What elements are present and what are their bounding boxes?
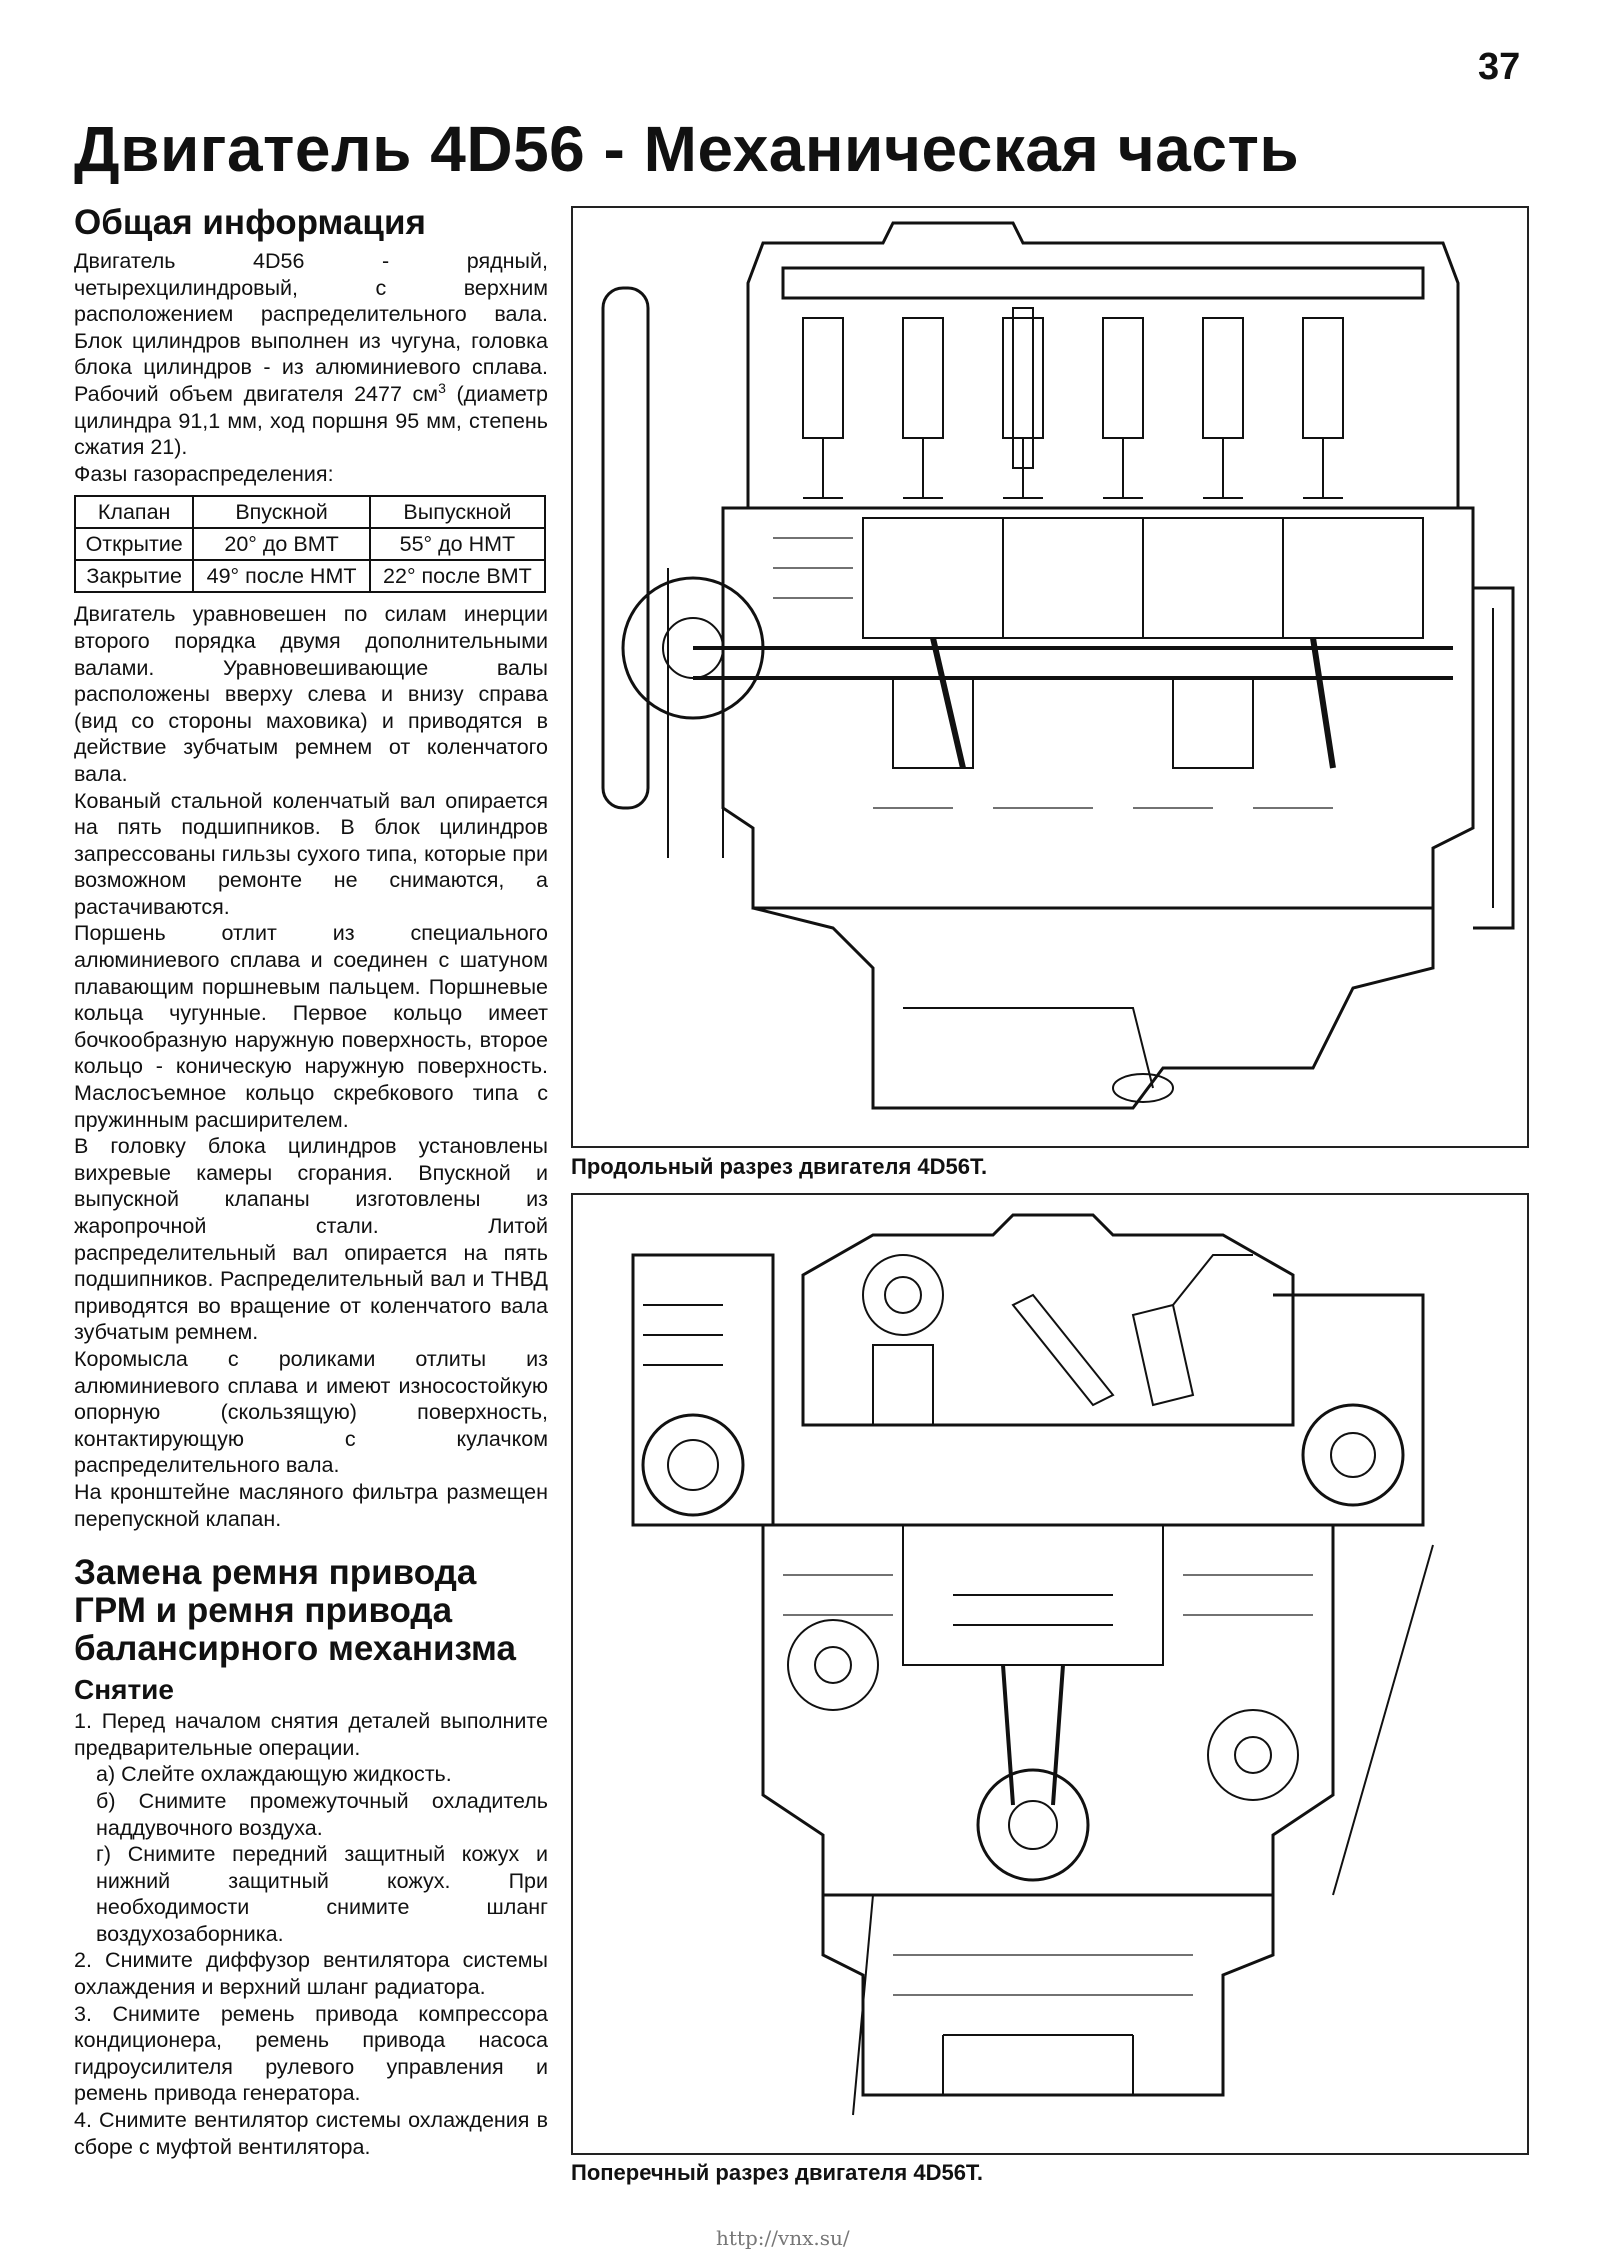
footer-url: http://vnx.su/ [716, 2226, 850, 2250]
step-1g: г) Снимите передний защитный кожух и ниж… [96, 1842, 548, 1946]
table-row: Закрытие 49° после НМТ 22° после ВМТ [73, 559, 547, 594]
page-number: 37 [1478, 46, 1521, 88]
paragraph-balance-shafts: Двигатель уравновешен по силам инерции в… [74, 602, 548, 786]
superscript: 3 [438, 379, 446, 396]
table-cell: 22° после ВМТ [368, 559, 547, 594]
figure-caption-cross: Поперечный разрез двигателя 4D56T. [571, 2160, 984, 2185]
figure-longitudinal-section [571, 206, 1529, 1148]
table-row: Открытие 20° до ВМТ 55° до НМТ [73, 527, 547, 562]
paragraph-bypass-valve: На кронштейне масляного фильтра размещен… [74, 1479, 548, 1531]
engine-longitudinal-drawing [601, 221, 1515, 1110]
page-title: Двигатель 4D56 - Механическая часть [74, 113, 1300, 185]
engine-cross-section-drawing [631, 1213, 1434, 2116]
step-1a: а) Слейте охлаждающую жидкость. [96, 1762, 452, 1787]
table-cell: 55° до НМТ [368, 527, 547, 562]
paragraph-crankshaft: Кованый стальной коленчатый вал опираетс… [74, 788, 548, 919]
figure-cross-section [571, 1193, 1529, 2155]
paragraph-cylinder-head: В головку блока цилиндров установлены ви… [74, 1134, 548, 1345]
paragraph-rocker-arms: Коромысла с роликами отлиты из алюминиев… [74, 1346, 548, 1478]
figure-caption-longitudinal: Продольный разрез двигателя 4D56T. [571, 1154, 988, 1179]
table-cell: 20° до ВМТ [192, 527, 371, 562]
step-3: 3. Снимите ремень привода компрессора ко… [74, 2001, 548, 2106]
table-header-cell: Клапан [73, 495, 195, 530]
paragraph-intro: Двигатель 4D56 - рядный, четырехцилиндро… [74, 249, 548, 460]
table-header-row: Клапан Впускной Выпускной [73, 495, 547, 530]
step-1b: б) Снимите промежуточный охладитель надд… [96, 1788, 548, 1840]
table-cell: Закрытие [73, 559, 195, 594]
table-header-cell: Выпускной [368, 495, 547, 530]
step-1: 1. Перед началом снятия деталей выполнит… [74, 1709, 548, 1760]
paragraph-piston: Поршень отлит из специального алюминиево… [74, 921, 548, 1132]
text-column: Общая информация Двигатель 4D56 - рядный… [73, 203, 548, 2160]
subsection-heading-removal: Снятие [74, 1674, 174, 1706]
section-heading-general: Общая информация [74, 203, 426, 242]
table-header-cell: Впускной [192, 495, 371, 530]
table-cell: 49° после НМТ [192, 559, 371, 594]
section-heading-belt-replacement: Замена ремня привода ГРМ и ремня привода… [74, 1553, 516, 1669]
step-2: 2. Снимите диффузор вентилятора системы … [74, 1948, 548, 2000]
table-cell: Открытие [73, 527, 195, 562]
valve-timing-table: Клапан Впускной Выпускной Открытие 20° д… [73, 495, 547, 594]
phases-label: Фазы газораспределения: [74, 461, 334, 486]
step-4: 4. Снимите вентилятор системы охлаждения… [74, 2108, 548, 2159]
